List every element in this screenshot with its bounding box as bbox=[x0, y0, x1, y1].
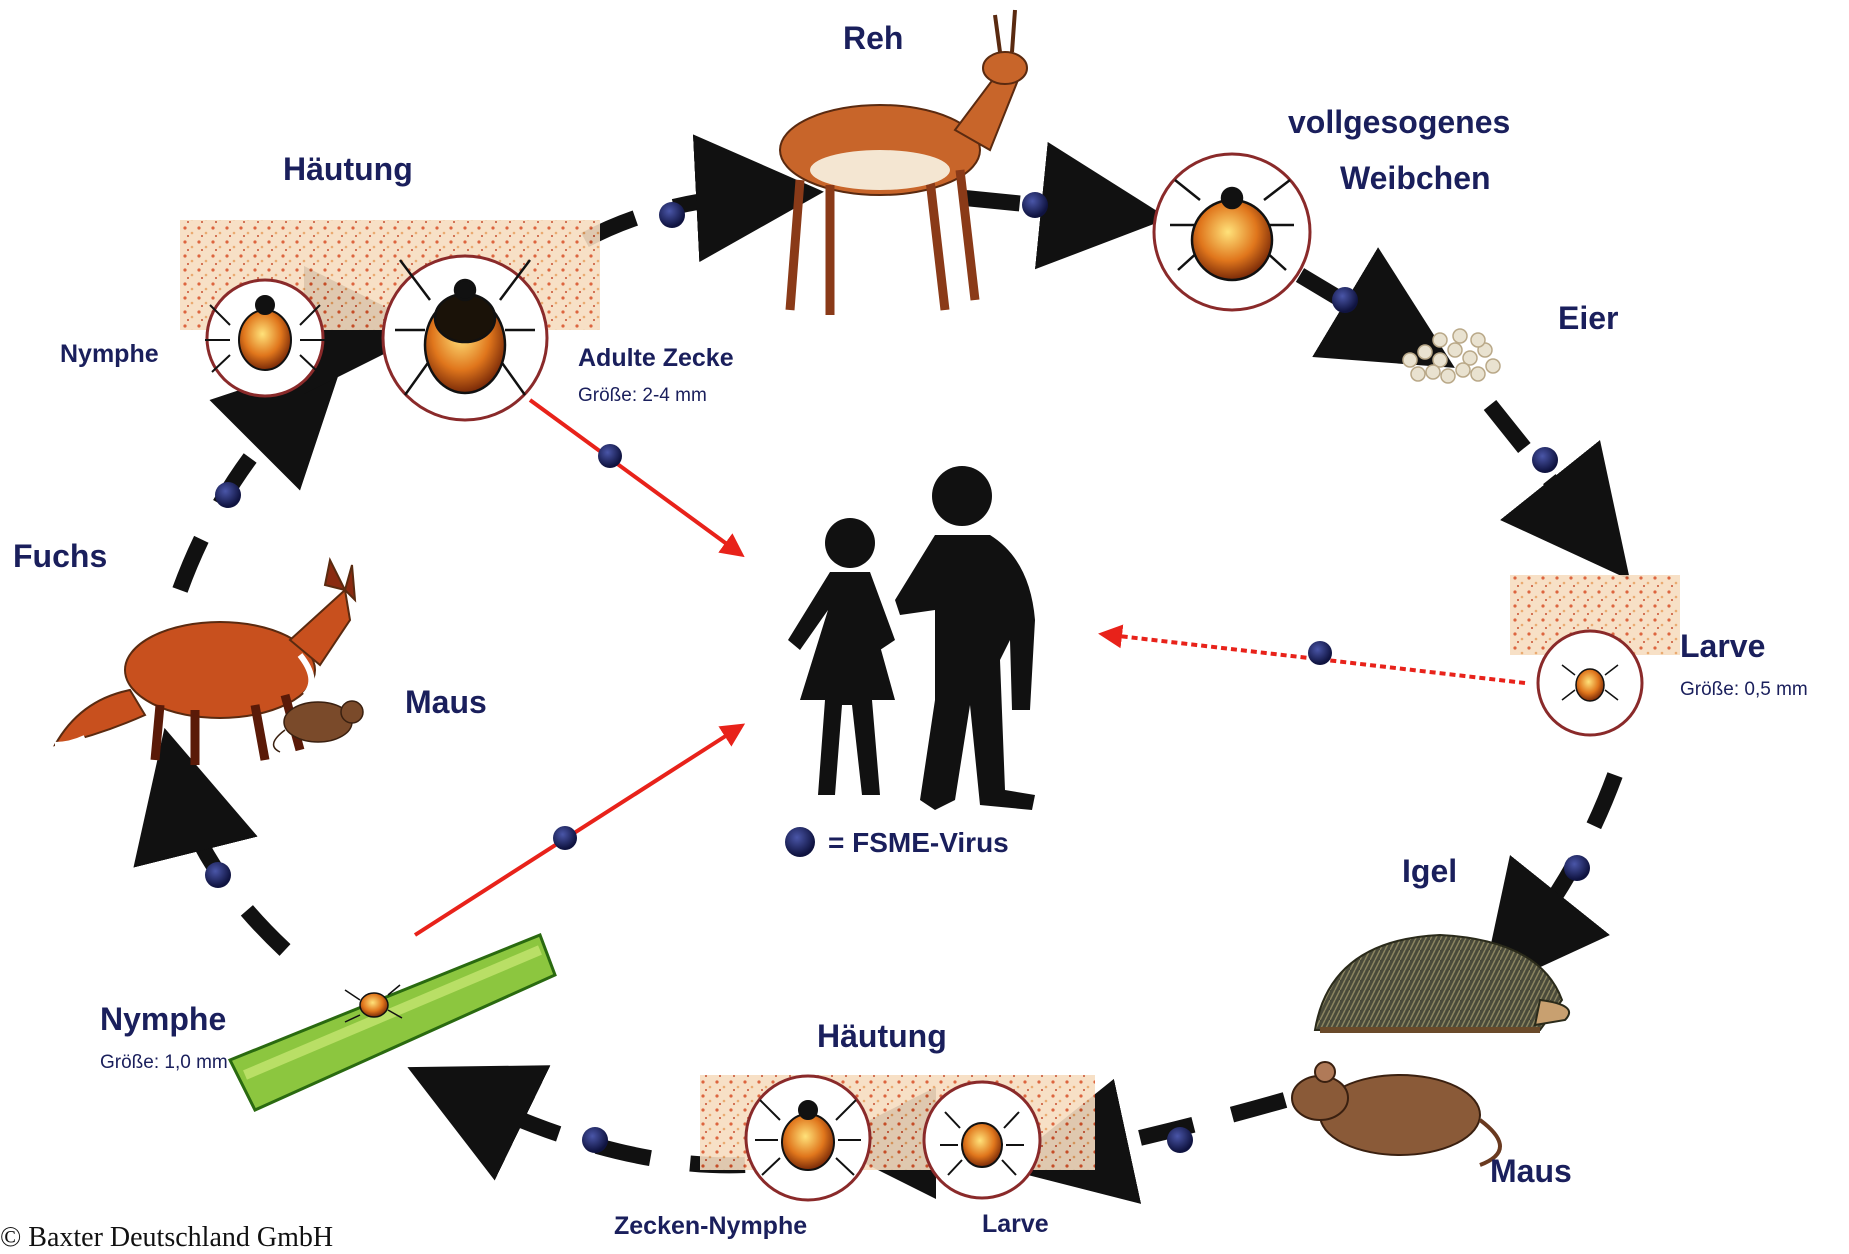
copyright-credit: © Baxter Deutschland GmbH bbox=[0, 1222, 333, 1254]
label-adulte-zecke: Adulte Zecke bbox=[578, 346, 734, 371]
label-fuchs: Fuchs bbox=[13, 540, 107, 572]
label-haeutung-top: Häutung bbox=[283, 153, 413, 185]
label-larve: Larve bbox=[1680, 630, 1765, 662]
reh-deer-illustration bbox=[780, 10, 1027, 315]
label-weibchen: Weibchen bbox=[1340, 162, 1491, 194]
label-nymphe-groesse: Größe: 1,0 mm bbox=[100, 1053, 228, 1072]
label-reh: Reh bbox=[843, 22, 903, 54]
label-nymphe-left: Nymphe bbox=[100, 1003, 226, 1035]
label-maus-right: Maus bbox=[1490, 1155, 1572, 1187]
legend-virus-dot bbox=[785, 827, 815, 857]
igel-hedgehog-illustration bbox=[1315, 935, 1569, 1030]
label-maus-left: Maus bbox=[405, 686, 487, 718]
label-haeutung-bottom: Häutung bbox=[817, 1020, 947, 1052]
eggs-cluster bbox=[1403, 329, 1500, 383]
label-nymphe-top: Nymphe bbox=[60, 342, 159, 367]
maus-right-illustration bbox=[1292, 1062, 1500, 1165]
label-igel: Igel bbox=[1402, 855, 1457, 887]
humans-silhouette bbox=[788, 466, 1035, 810]
legend-label: = FSME-Virus bbox=[828, 829, 1009, 857]
label-eier: Eier bbox=[1558, 302, 1618, 334]
haeutung-bottom-strip bbox=[700, 1075, 1095, 1200]
label-adulte-groesse: Größe: 2-4 mm bbox=[578, 386, 707, 405]
label-larve-groesse: Größe: 0,5 mm bbox=[1680, 680, 1808, 699]
label-vollgesogenes: vollgesogenes bbox=[1288, 106, 1510, 138]
label-larve-bottom: Larve bbox=[982, 1212, 1049, 1237]
haeutung-top-strip bbox=[180, 220, 600, 420]
grass-blade-with-nymph bbox=[230, 935, 555, 1110]
infection-arrow-adulte bbox=[530, 400, 735, 550]
arrow-grass-to-fuchs bbox=[180, 790, 285, 950]
label-zecken-nymphe: Zecken-Nymphe bbox=[614, 1214, 807, 1239]
